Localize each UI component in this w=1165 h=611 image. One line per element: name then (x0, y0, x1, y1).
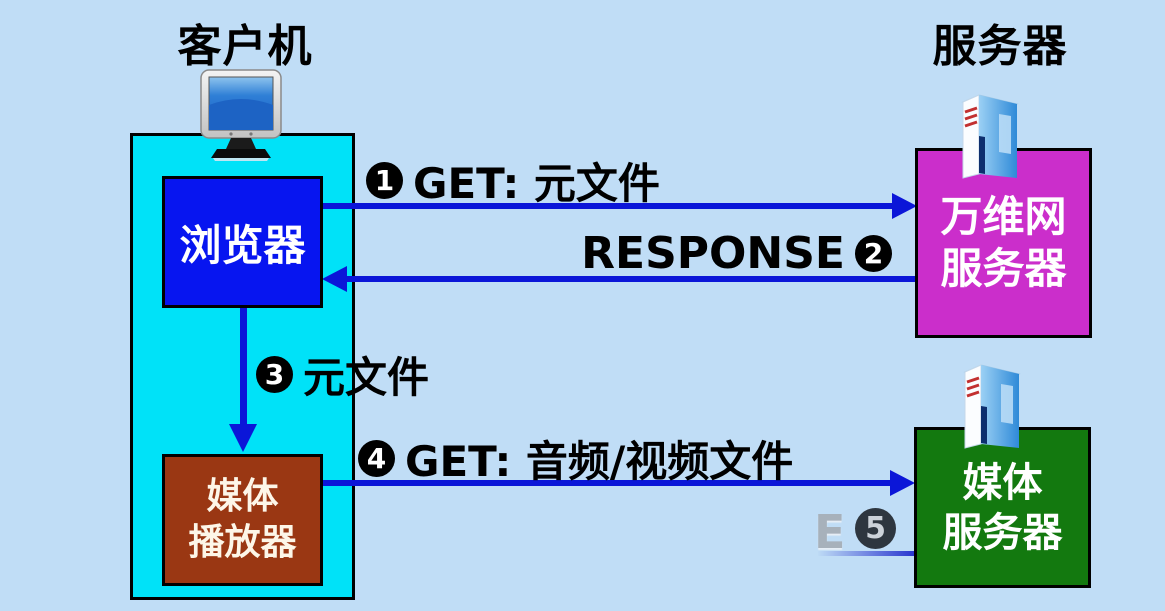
step5-partial-arrow-shaft (818, 551, 914, 556)
step4-label: 4 GET: 音频/视频文件 (358, 428, 793, 489)
media-server-label-line2: 服务器 (942, 509, 1063, 556)
step5-partial-label-text: E (814, 505, 846, 559)
step2-arrowhead-left-icon (322, 266, 347, 292)
media-server-label-line1: 媒体 (962, 459, 1043, 506)
step3-arrowhead-down-icon (229, 424, 257, 452)
step4-label-text: GET: 音频/视频文件 (405, 437, 794, 486)
step5-number-badge: 5 (855, 508, 896, 549)
media-player-label-line2: 播放器 (188, 522, 297, 563)
step1-label-text: GET: 元文件 (413, 159, 660, 208)
step2-label: RESPONSE 2 (581, 228, 892, 279)
step1-arrow-shaft (323, 203, 895, 209)
media-server-tower-icon (949, 360, 1039, 452)
step3-number-badge: 3 (256, 356, 293, 393)
step4-arrowhead-right-icon (890, 470, 915, 496)
client-title: 客户机 (177, 21, 313, 72)
step3-arrow-shaft (240, 308, 247, 426)
www-server-label-line1: 万维网 (940, 192, 1067, 241)
step1-arrowhead-right-icon (892, 193, 917, 219)
www-server-box: 万维网 服务器 (915, 148, 1092, 338)
media-player-label-line1: 媒体 (206, 476, 279, 517)
browser-box: 浏览器 (162, 176, 323, 308)
step1-number-badge: 1 (366, 162, 403, 199)
www-server-label-line2: 服务器 (940, 244, 1067, 293)
step1-label: 1 GET: 元文件 (366, 150, 660, 211)
media-player-box: 媒体 播放器 (162, 454, 323, 586)
www-server-tower-icon (947, 90, 1037, 182)
step2-number-badge: 2 (855, 235, 892, 272)
step2-arrow-shaft (346, 276, 915, 282)
step2-label-text: RESPONSE (581, 228, 845, 279)
step4-number-badge: 4 (358, 440, 395, 477)
browser-label: 浏览器 (179, 220, 306, 270)
media-server-box: 媒体 服务器 (914, 427, 1091, 588)
step3-label-text: 元文件 (303, 353, 430, 402)
step4-arrow-shaft (323, 480, 893, 486)
desktop-computer-icon (195, 67, 287, 163)
step3-label: 3 元文件 (256, 344, 429, 405)
server-title: 服务器 (932, 21, 1068, 72)
